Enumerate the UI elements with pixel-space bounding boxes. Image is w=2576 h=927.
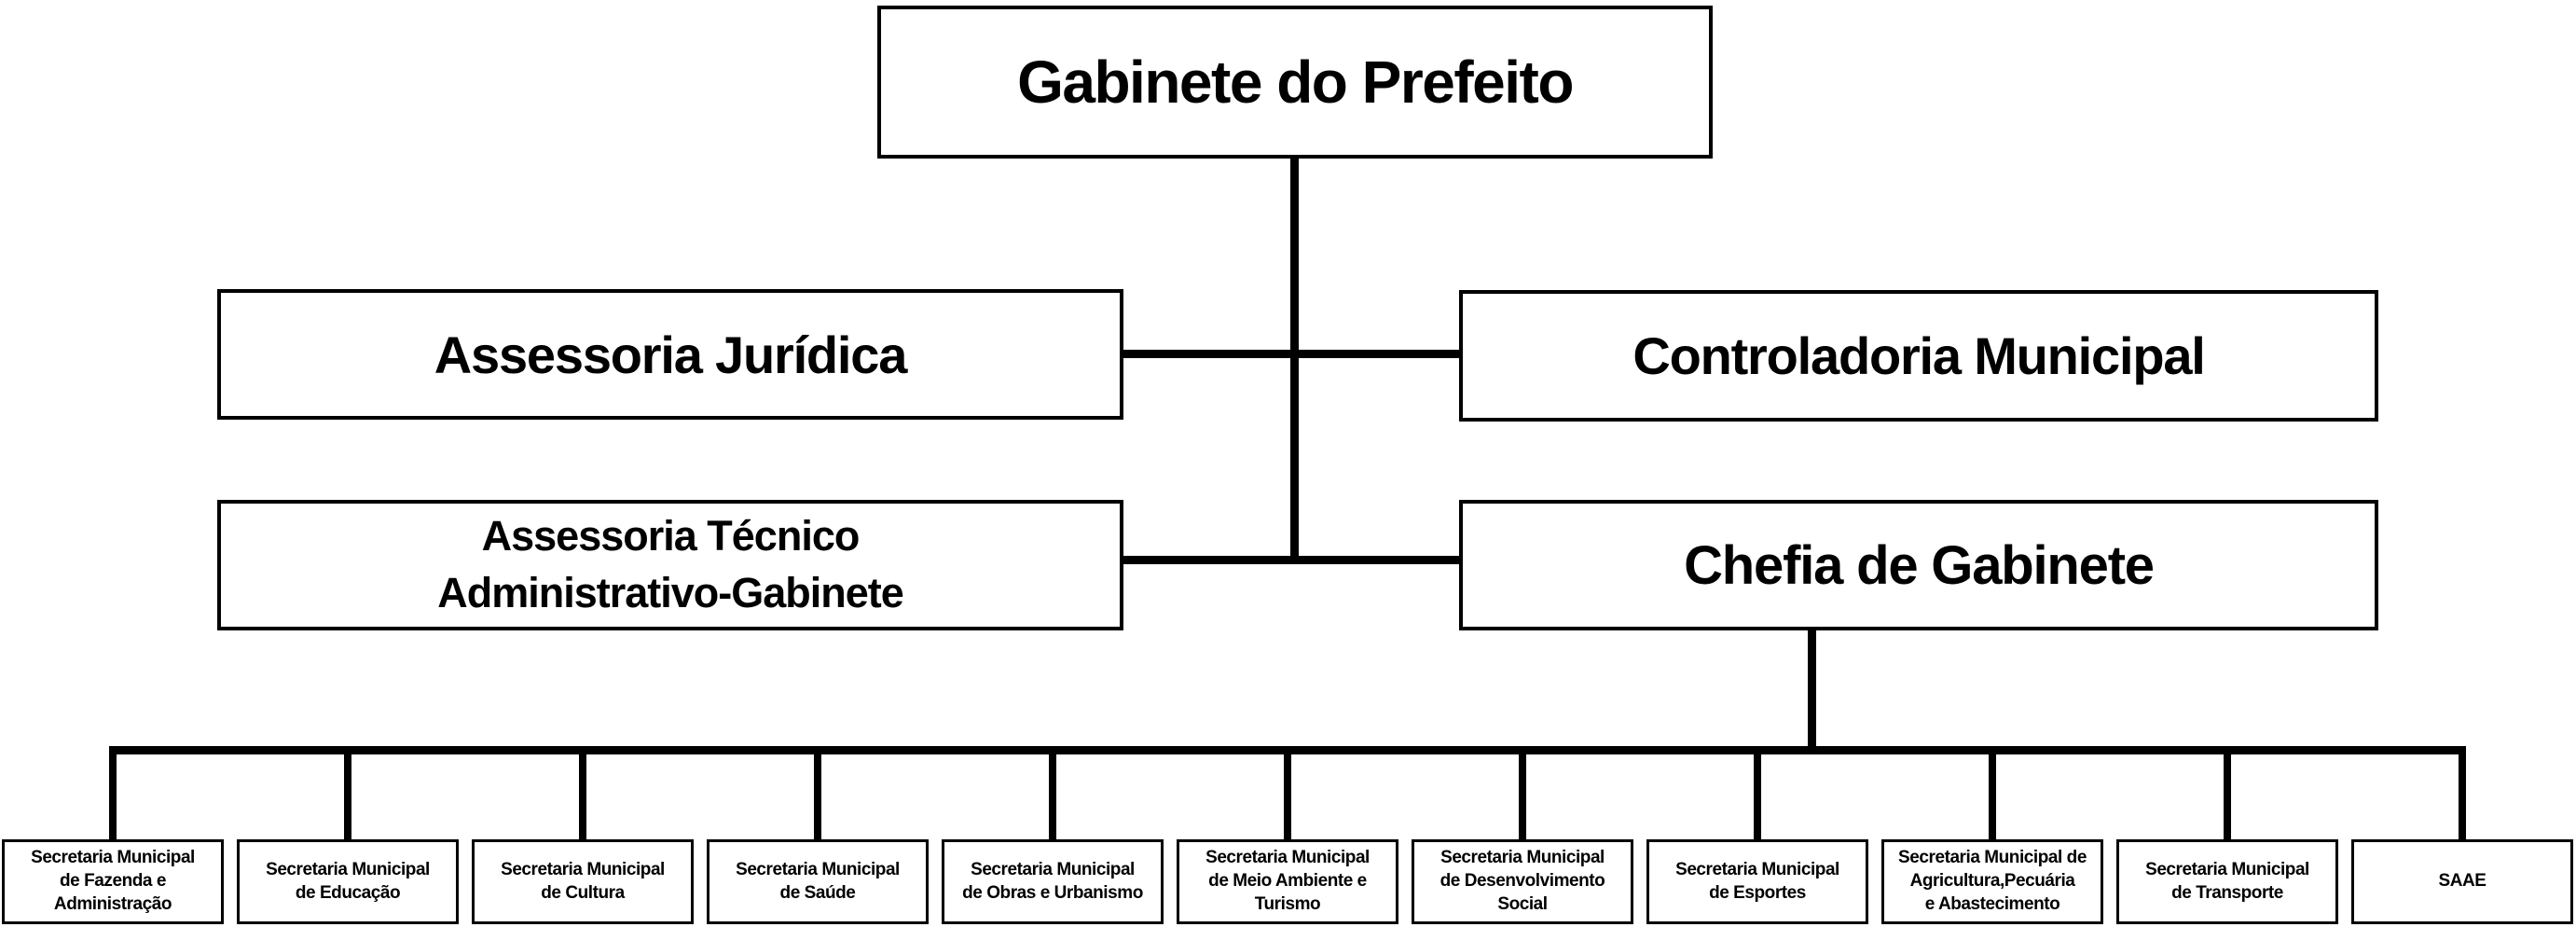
node-label: Secretaria Municipal de Educação	[266, 859, 430, 903]
node-label: Assessoria Técnico Administrativo-Gabine…	[437, 512, 904, 616]
node-label: Secretaria Municipal de Transporte	[2145, 859, 2309, 903]
node-label: Secretaria Municipal de Desenvolvimento …	[1440, 848, 1605, 914]
node-label: Secretaria Municipal de Agricultura,Pecu…	[1898, 848, 2087, 914]
node-gabinete-do-prefeito: Gabinete do Prefeito	[877, 6, 1713, 159]
node-label: Secretaria Municipal de Fazenda e Admini…	[31, 848, 195, 914]
node-label: Secretaria Municipal de Esportes	[1675, 859, 1839, 903]
connector-drop-3	[579, 746, 586, 841]
connector-trunk-vertical	[1290, 157, 1299, 564]
node-secretaria-desenvolvimento-social: Secretaria Municipal de Desenvolvimento …	[1412, 839, 1633, 924]
node-label: Secretaria Municipal de Meio Ambiente e …	[1205, 848, 1370, 914]
node-secretaria-cultura: Secretaria Municipal de Cultura	[472, 839, 694, 924]
connector-drop-1	[109, 746, 117, 841]
connector-level3-horizontal	[1122, 556, 1461, 564]
node-label: Secretaria Municipal de Obras e Urbanism…	[962, 859, 1143, 903]
connector-drop-11	[2459, 746, 2466, 841]
connector-drop-7	[1519, 746, 1526, 841]
node-label: SAAE	[2438, 871, 2486, 892]
connector-drop-9	[1989, 746, 1996, 841]
node-chefia-de-gabinete: Chefia de Gabinete	[1459, 500, 2378, 630]
node-label: Controladoria Municipal	[1632, 326, 2206, 385]
node-secretaria-meio-ambiente-turismo: Secretaria Municipal de Meio Ambiente e …	[1177, 839, 1398, 924]
node-assessoria-juridica: Assessoria Jurídica	[217, 289, 1123, 420]
node-assessoria-tecnico-administrativo-gabinete: Assessoria Técnico Administrativo-Gabine…	[217, 500, 1123, 630]
connector-drop-2	[344, 746, 351, 841]
connector-drop-10	[2224, 746, 2231, 841]
node-label: Secretaria Municipal de Saúde	[736, 859, 900, 903]
node-secretaria-fazenda-administracao: Secretaria Municipal de Fazenda e Admini…	[2, 839, 224, 924]
node-label: Chefia de Gabinete	[1684, 534, 2155, 596]
node-label: Assessoria Jurídica	[434, 325, 908, 384]
node-secretaria-saude: Secretaria Municipal de Saúde	[707, 839, 929, 924]
node-secretaria-transporte: Secretaria Municipal de Transporte	[2116, 839, 2338, 924]
node-label: Gabinete do Prefeito	[1017, 48, 1574, 116]
node-secretaria-agricultura-pecuaria-abastecimento: Secretaria Municipal de Agricultura,Pecu…	[1881, 839, 2103, 924]
connector-drop-6	[1284, 746, 1291, 841]
node-saae: SAAE	[2351, 839, 2573, 924]
connector-chefia-drop	[1808, 629, 1816, 754]
node-secretaria-obras-urbanismo: Secretaria Municipal de Obras e Urbanism…	[942, 839, 1164, 924]
connector-level2-horizontal	[1122, 350, 1461, 358]
connector-drop-8	[1754, 746, 1761, 841]
connector-drop-4	[814, 746, 821, 841]
node-secretaria-educacao: Secretaria Municipal de Educação	[237, 839, 459, 924]
node-label: Secretaria Municipal de Cultura	[501, 859, 665, 903]
node-controladoria-municipal: Controladoria Municipal	[1459, 290, 2378, 422]
connector-drop-5	[1049, 746, 1056, 841]
node-secretaria-esportes: Secretaria Municipal de Esportes	[1646, 839, 1868, 924]
